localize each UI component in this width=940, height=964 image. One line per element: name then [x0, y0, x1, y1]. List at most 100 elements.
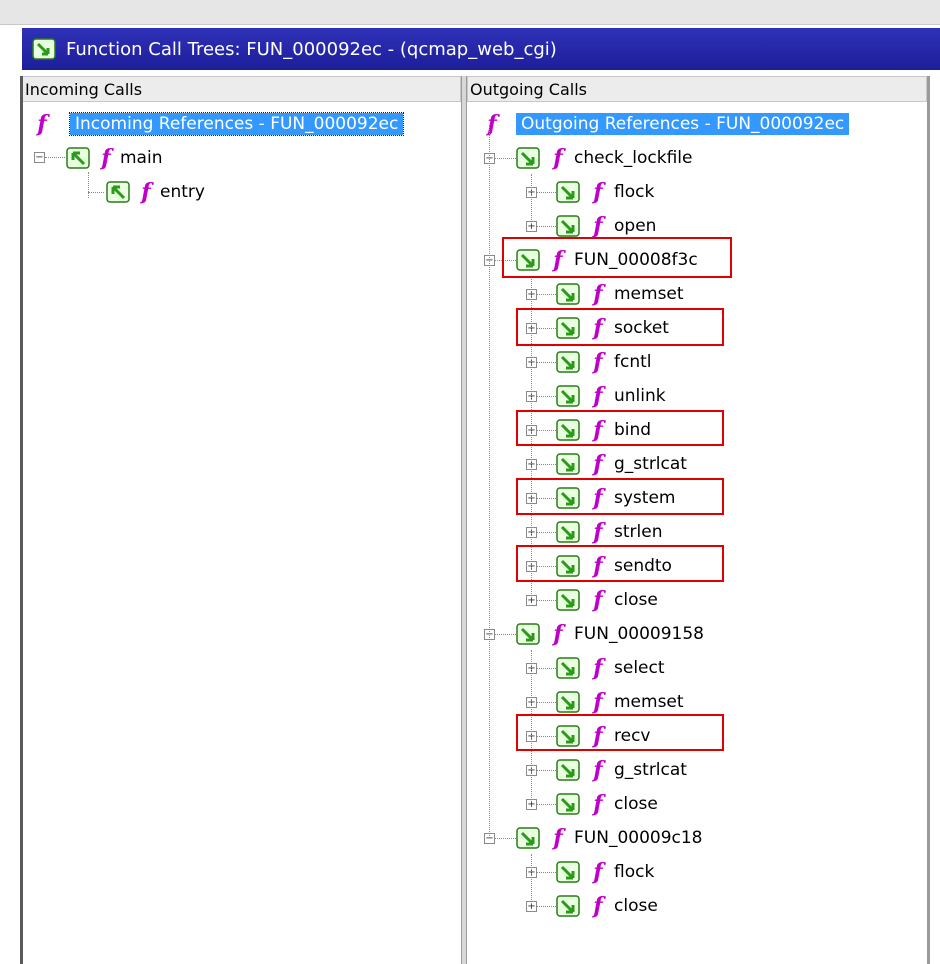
- title-bar: Function Call Trees: FUN_000092ec - (qcm…: [22, 28, 940, 70]
- tree-connector: [537, 532, 556, 533]
- tree-connector: [537, 804, 556, 805]
- function-f-icon: f: [593, 281, 603, 307]
- incoming-call-icon: [66, 147, 90, 169]
- outgoing-item-label: close: [614, 794, 658, 814]
- highlight-box-recv: [516, 714, 724, 751]
- tree-connector: [537, 770, 556, 771]
- incoming-item-label: main: [120, 148, 163, 168]
- highlight-box-system: [516, 478, 724, 515]
- function-f-icon: f: [487, 111, 497, 137]
- highlight-box-fun-00008f3c: [502, 237, 732, 278]
- panel-splitter[interactable]: [461, 76, 467, 964]
- outgoing-item-label: FUN_00009158: [574, 624, 704, 644]
- tree-connector: [88, 192, 104, 193]
- tree-connector: [45, 157, 65, 158]
- function-f-icon: f: [593, 859, 603, 885]
- outgoing-item-label: flock: [614, 182, 655, 202]
- outgoing-calls-header: Outgoing Calls: [467, 76, 927, 102]
- tree-connector: [537, 226, 556, 227]
- outgoing-item-label: check_lockfile: [574, 148, 693, 168]
- outgoing-call-icon: [556, 215, 580, 237]
- outgoing-root-node[interactable]: f Outgoing References - FUN_000092ec: [484, 111, 850, 137]
- function-f-icon: f: [593, 485, 603, 511]
- outgoing-item-label: close: [614, 896, 658, 916]
- outgoing-call-icon: [556, 657, 580, 679]
- function-f-icon: f: [593, 689, 603, 715]
- outgoing-call-icon: [556, 759, 580, 781]
- incoming-item-label: entry: [160, 182, 205, 202]
- function-f-icon: f: [593, 213, 603, 239]
- outgoing-item-label: strlen: [614, 522, 663, 542]
- tree-connector: [531, 854, 532, 904]
- outgoing-call-icon: [516, 623, 540, 645]
- function-f-icon: f: [141, 179, 151, 205]
- function-f-icon: f: [593, 519, 603, 545]
- right-panel-border: [927, 76, 930, 964]
- outgoing-item-label: fcntl: [614, 352, 652, 372]
- tree-connector: [537, 668, 556, 669]
- highlight-box-sendto: [516, 545, 724, 582]
- tree-connector: [495, 634, 516, 635]
- call-tree-icon: [32, 38, 56, 60]
- outgoing-call-icon: [556, 895, 580, 917]
- outgoing-item-check-lockfile[interactable]: f check_lockfile: [516, 145, 692, 171]
- outgoing-item-g-strlcat[interactable]: f g_strlcat: [556, 451, 687, 477]
- outgoing-root-label: Outgoing References - FUN_000092ec: [516, 113, 850, 135]
- outgoing-call-icon: [516, 147, 540, 169]
- outgoing-item-label: open: [614, 216, 657, 236]
- tree-connector: [537, 906, 556, 907]
- outgoing-call-icon: [556, 589, 580, 611]
- tree-connector: [537, 328, 556, 329]
- left-panel-border: [20, 76, 23, 964]
- outgoing-item-label: select: [614, 658, 665, 678]
- tree-connector: [537, 566, 556, 567]
- function-f-icon: f: [553, 247, 563, 273]
- highlight-box-socket: [516, 308, 724, 346]
- outgoing-item-label: flock: [614, 862, 655, 882]
- tree-connector: [537, 464, 556, 465]
- function-f-icon: f: [553, 145, 563, 171]
- incoming-root-label: Incoming References - FUN_000092ec: [68, 112, 405, 136]
- outgoing-call-icon: [556, 181, 580, 203]
- tree-connector: [495, 158, 516, 159]
- outgoing-item-label: socket: [614, 318, 669, 338]
- tree-connector: [495, 260, 516, 261]
- outgoing-call-icon: [556, 555, 580, 577]
- outgoing-call-icon: [556, 351, 580, 373]
- outgoing-item-label: bind: [614, 420, 652, 440]
- outgoing-call-icon: [516, 249, 540, 271]
- outgoing-call-icon: [556, 385, 580, 407]
- highlight-box-bind: [516, 410, 724, 446]
- tree-connector: [537, 498, 556, 499]
- function-f-icon: f: [593, 451, 603, 477]
- incoming-item-main[interactable]: f main: [66, 145, 162, 171]
- expand-collapse-toggle[interactable]: −: [34, 152, 45, 163]
- outgoing-item-label: g_strlcat: [614, 454, 687, 474]
- incoming-item-entry[interactable]: f entry: [106, 179, 205, 205]
- outgoing-item-label: close: [614, 590, 658, 610]
- outgoing-item-label: system: [614, 488, 676, 508]
- outgoing-item-label: memset: [614, 284, 684, 304]
- incoming-root-node[interactable]: f Incoming References - FUN_000092ec: [34, 111, 405, 137]
